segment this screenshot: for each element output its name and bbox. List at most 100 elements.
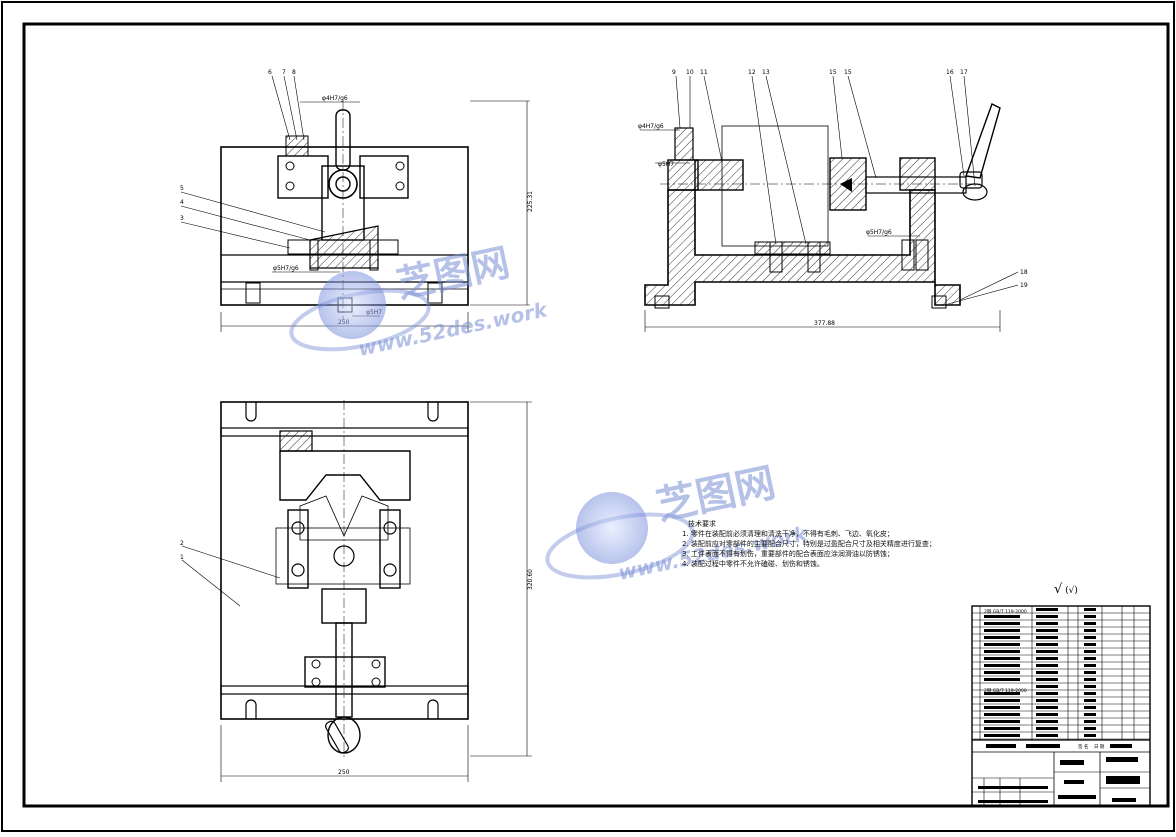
tb-cell-fill — [1084, 685, 1096, 688]
side-balloon: 15 — [844, 69, 852, 76]
tech-req-item: 2. 装配前应对零部件的主要配合尺寸，特别是过盈配合尺寸及相关精度进行复查； — [682, 540, 936, 548]
top-balloon: 2 — [180, 540, 184, 547]
tb-cell-fill — [1036, 629, 1058, 632]
side-dim-length: 377.88 — [814, 320, 835, 327]
tb-cell-fill — [1036, 643, 1058, 646]
side-balloon: 19 — [1020, 282, 1028, 289]
tb-cell-fill — [1036, 685, 1058, 688]
front-dim-height: 225.31 — [527, 191, 534, 212]
front-fit-top: φ4H7/g6 — [322, 95, 348, 102]
watermark-cn: 芝图网 — [393, 240, 514, 307]
side-view — [640, 75, 1019, 332]
inner-border — [22, 22, 1170, 808]
tb-cell-fill — [1084, 615, 1096, 618]
front-balloon: 3 — [180, 215, 184, 222]
front-balloon: 8 — [292, 69, 296, 76]
tb-cell-fill — [984, 664, 1020, 667]
tb-cell-fill — [1036, 615, 1058, 618]
tb-cell-fill — [1036, 622, 1058, 625]
tb-cell-fill — [984, 629, 1020, 632]
tb-cell-fill — [984, 678, 1020, 681]
top-dim-height: 320.60 — [527, 569, 534, 590]
top-view-labels: 2 1 250 320.60 — [180, 540, 534, 776]
side-balloon: 16 — [946, 69, 954, 76]
side-fit-right: φ5H7/g6 — [866, 229, 892, 236]
tb-cell-fill — [1036, 664, 1058, 667]
roughness-check-icon: √ — [1054, 582, 1063, 597]
side-balloon: 9 — [672, 69, 676, 76]
tb-sign-label: 签 名 — [1078, 743, 1088, 750]
side-balloon: 13 — [762, 69, 770, 76]
front-view — [180, 75, 530, 332]
roughness-symbol: √ (√) — [1054, 582, 1078, 597]
tb-cell-fill — [1036, 678, 1058, 681]
tb-cell-fill — [984, 699, 1020, 702]
tb-cell-fill — [984, 636, 1020, 639]
technical-requirements: 技术要求 1. 零件在装配前必须清理和清洗干净，不得有毛刺、飞边、氧化皮； 2.… — [682, 519, 936, 569]
tb-cell-fill — [1084, 727, 1096, 730]
side-view-labels: 9 10 11 12 13 15 15 16 17 18 19 φ4H7/g6 … — [638, 69, 1028, 327]
side-balloon: 12 — [748, 69, 756, 76]
front-balloon: 7 — [282, 69, 286, 76]
tb-row-label: 2钢 GB/T 119-2000 — [984, 608, 1027, 615]
tb-cell-fill — [1084, 734, 1096, 737]
tb-cell-fill — [1084, 699, 1096, 702]
front-fit-bottom: φ5H7/g6 — [273, 265, 299, 272]
roughness-text: (√) — [1065, 586, 1078, 596]
tb-cell-fill — [1084, 692, 1096, 695]
tb-cell-fill — [1084, 720, 1096, 723]
tb-cell-fill — [1036, 671, 1058, 674]
tb-cell-fill — [984, 657, 1020, 660]
tb-cell-fill — [1084, 608, 1096, 611]
top-balloon: 1 — [180, 554, 184, 561]
tb-cell-fill — [984, 692, 1020, 695]
tb-cell-fill — [1036, 734, 1058, 737]
tb-cell-fill — [1084, 636, 1096, 639]
tb-cell-fill — [1036, 650, 1058, 653]
tb-cell-fill — [1036, 699, 1058, 702]
side-fit-mid: φ5H7 — [658, 161, 674, 168]
tech-req-item: 1. 零件在装配前必须清理和清洗干净，不得有毛刺、飞边、氧化皮； — [682, 530, 894, 538]
tb-cell-fill — [1084, 664, 1096, 667]
tb-cell-fill — [984, 720, 1020, 723]
tb-cell-fill — [1084, 650, 1096, 653]
tb-cell-fill — [984, 622, 1020, 625]
tb-date-label: 日 期 — [1094, 744, 1105, 750]
tb-cell-fill — [1084, 678, 1096, 681]
tb-cell-fill — [1084, 643, 1096, 646]
tb-cell-fill — [1084, 622, 1096, 625]
tb-cell-fill — [1084, 657, 1096, 660]
top-dim-width: 250 — [338, 769, 350, 776]
side-balloon: 10 — [686, 69, 694, 76]
tb-cell-fill — [1084, 671, 1096, 674]
tb-cell-fill — [1036, 706, 1058, 709]
tb-cell-fill — [1036, 720, 1058, 723]
tb-cell-fill — [1036, 713, 1058, 716]
tb-cell-fill — [1036, 657, 1058, 660]
side-fit-left: φ4H7/g6 — [638, 123, 664, 130]
title-block-labels: 2钢 GB/T 119-2000 2钢 GB/T 119-2000 签 名 日 … — [984, 608, 1105, 750]
top-view — [181, 400, 532, 782]
tech-req-item: 4. 装配过程中零件不允许磕碰、划伤和锈蚀。 — [682, 560, 824, 568]
tb-cell-fill — [984, 615, 1020, 618]
tb-cell-fill — [984, 671, 1020, 674]
tb-row-label: 2钢 GB/T 119-2000 — [984, 687, 1027, 694]
tb-cell-fill — [1036, 727, 1058, 730]
tb-cell-fill — [984, 706, 1020, 709]
tb-cell-fill — [1036, 692, 1058, 695]
front-balloon: 5 — [180, 185, 184, 192]
front-balloon: 4 — [180, 199, 184, 206]
tb-cell-fill — [1036, 636, 1058, 639]
side-balloon: 18 — [1020, 269, 1028, 276]
tb-cell-fill — [984, 713, 1020, 716]
tb-cell-fill — [1084, 713, 1096, 716]
tb-cell-fill — [984, 650, 1020, 653]
front-balloon: 6 — [268, 69, 272, 76]
tech-req-item: 3. 工件表面不得有划伤，重要部件的配合表面应涂润滑油以防锈蚀； — [682, 550, 894, 558]
side-balloon: 15 — [829, 69, 837, 76]
tb-cell-fill — [1084, 706, 1096, 709]
tb-cell-fill — [984, 643, 1020, 646]
tech-req-title: 技术要求 — [688, 520, 716, 528]
